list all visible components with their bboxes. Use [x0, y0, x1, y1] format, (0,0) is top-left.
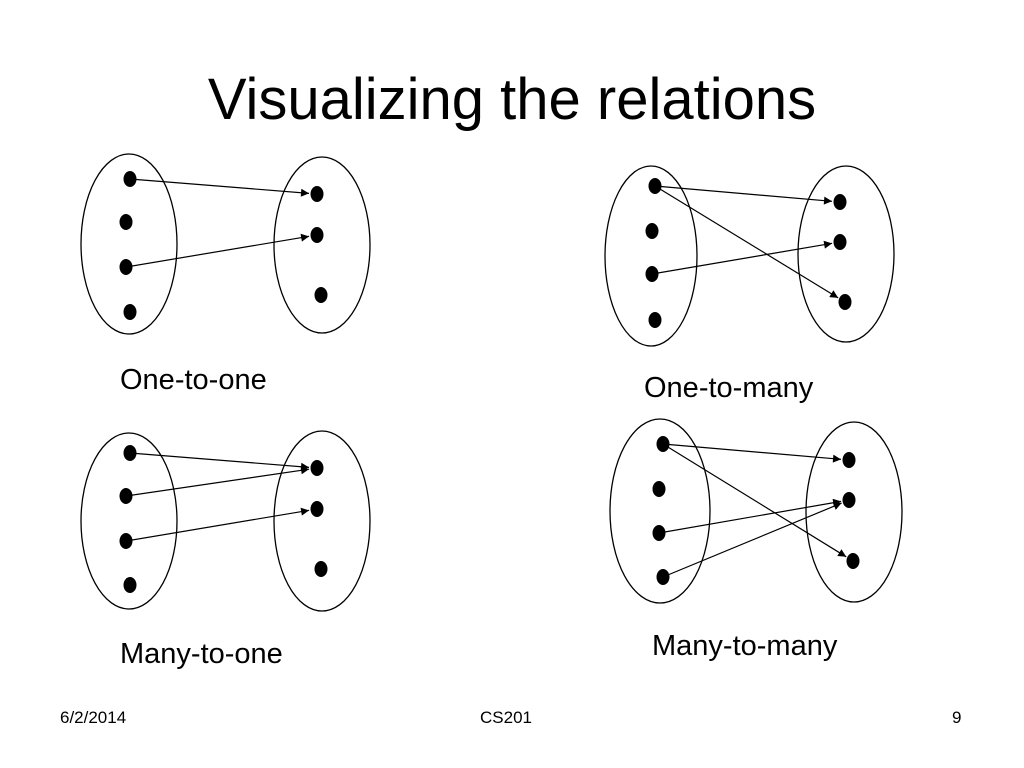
domain-element-dot — [119, 214, 133, 230]
codomain-element-dot — [833, 194, 847, 210]
domain-element-dot — [645, 223, 659, 239]
mapping-arrow — [658, 498, 842, 534]
domain-element-dot — [648, 312, 662, 328]
domain-element-dot — [123, 577, 137, 593]
codomain-element-dot — [833, 234, 847, 250]
slide-title: Visualizing the relations — [207, 67, 817, 132]
codomain-element-dot — [310, 501, 324, 517]
mapping-arrow — [662, 502, 842, 578]
mapping-arrow — [654, 185, 839, 299]
mapping-arrow — [129, 178, 310, 197]
codomain-element-dot — [310, 460, 324, 476]
domain-set-ellipse — [80, 432, 178, 610]
mapping-arrow — [662, 443, 842, 463]
domain-element-dot — [652, 481, 666, 497]
mapping-arrow — [662, 443, 847, 558]
mapping-arrow — [129, 452, 310, 471]
mapping-arrow — [654, 185, 833, 205]
codomain-element-dot — [838, 294, 852, 310]
diagram-one-to-one — [80, 153, 371, 335]
label-many-to-one: Many-to-one — [120, 638, 283, 670]
footer-course: CS201 — [480, 708, 532, 727]
domain-set-ellipse — [604, 165, 698, 347]
codomain-set-ellipse — [805, 421, 903, 603]
codomain-set-ellipse — [273, 430, 371, 612]
footer-date: 6/2/2014 — [60, 708, 127, 727]
domain-set-ellipse — [609, 418, 711, 604]
mapping-arrow — [125, 507, 310, 542]
codomain-element-dot — [846, 553, 860, 569]
diagram-many-to-many — [609, 418, 903, 604]
diagram-one-to-many — [604, 165, 895, 347]
codomain-element-dot — [314, 561, 328, 577]
codomain-element-dot — [310, 227, 324, 243]
mapping-arrow — [651, 240, 833, 275]
codomain-element-dot — [842, 452, 856, 468]
mapping-arrow — [125, 233, 310, 268]
label-one-to-one: One-to-one — [120, 364, 267, 396]
codomain-set-ellipse — [273, 156, 371, 334]
diagram-many-to-one — [80, 430, 371, 612]
codomain-set-ellipse — [797, 165, 895, 343]
codomain-element-dot — [842, 492, 856, 508]
mapping-arrow — [125, 466, 310, 497]
domain-element-dot — [123, 304, 137, 320]
label-one-to-many: One-to-many — [644, 372, 814, 404]
footer-page-number: 9 — [952, 708, 962, 727]
codomain-element-dot — [314, 287, 328, 303]
label-many-to-many: Many-to-many — [652, 630, 838, 662]
domain-set-ellipse — [80, 153, 178, 335]
codomain-element-dot — [310, 186, 324, 202]
